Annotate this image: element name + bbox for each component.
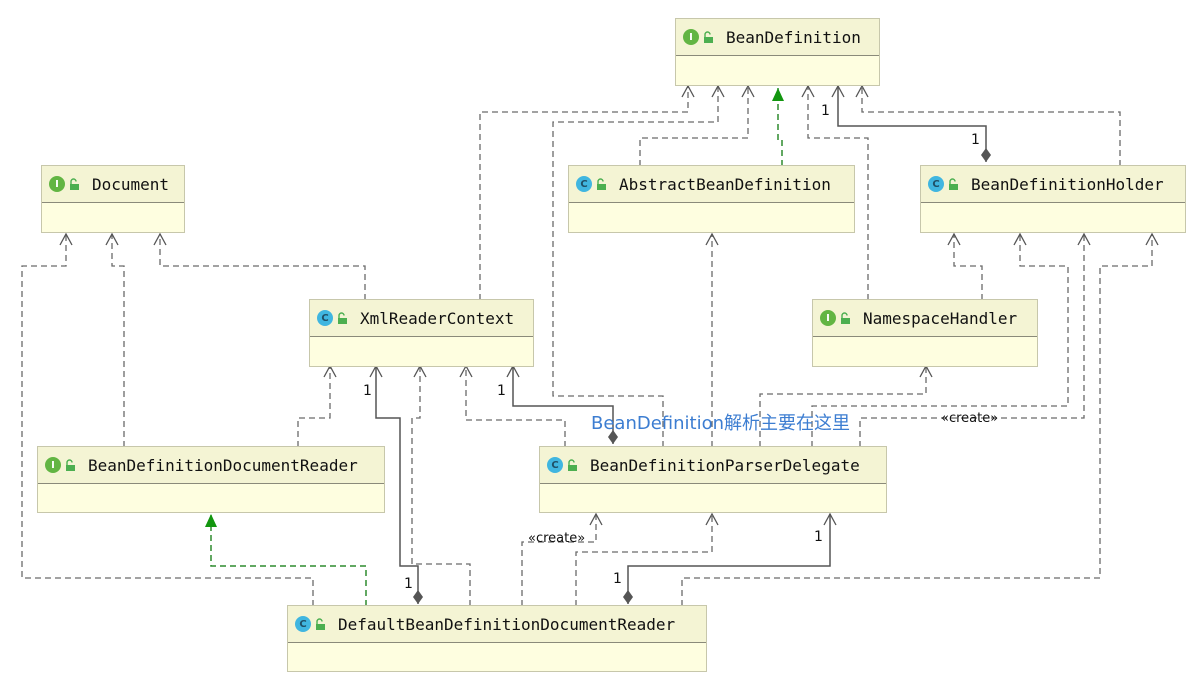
- class-badge-icon: C: [295, 616, 311, 632]
- edge-abstract-beandefinition: [639, 84, 755, 166]
- edge-delegate-beandefinition: [552, 84, 725, 447]
- interface-badge-icon: I: [45, 457, 61, 473]
- composition-default-delegate: [623, 512, 837, 604]
- realization-abstract-beandefinition: [772, 88, 784, 166]
- lock-open-icon: [66, 459, 75, 471]
- multiplicity-label: 1: [404, 576, 413, 592]
- node-document[interactable]: I Document: [41, 165, 185, 233]
- lock-open-icon: [70, 178, 79, 190]
- multiplicity-label: 1: [814, 529, 823, 545]
- node-name: DefaultBeanDefinitionDocumentReader: [338, 614, 676, 634]
- class-badge-icon: C: [317, 310, 333, 326]
- composition-default-xmlreadercontext: [369, 364, 423, 604]
- node-name: BeanDefinitionParserDelegate: [590, 455, 860, 475]
- composition-holder-beandefinition: [831, 84, 991, 162]
- class-badge-icon: C: [928, 176, 944, 192]
- edge-delegate-holder-a: [811, 232, 1069, 447]
- node-header: I BeanDefinitionDocumentReader: [38, 447, 384, 484]
- node-name: NamespaceHandler: [863, 308, 1018, 328]
- node-name: BeanDefinitionHolder: [971, 174, 1164, 194]
- multiplicity-label: 1: [497, 383, 506, 399]
- interface-badge-icon: I: [49, 176, 65, 192]
- edge-default-document: [21, 232, 314, 606]
- multiplicity-label: 1: [971, 132, 980, 148]
- lock-open-icon: [316, 618, 325, 630]
- annotation-note: BeanDefinition解析主要在这里: [591, 413, 851, 434]
- node-name: BeanDefinition: [726, 27, 861, 47]
- node-default-bean-definition-document-reader[interactable]: C DefaultBeanDefinitionDocumentReader: [287, 605, 707, 672]
- node-bean-definition[interactable]: I BeanDefinition: [675, 18, 880, 86]
- node-header: C DefaultBeanDefinitionDocumentReader: [288, 606, 706, 643]
- lock-open-icon: [704, 31, 713, 43]
- node-namespace-handler[interactable]: I NamespaceHandler: [812, 299, 1038, 367]
- node-name: BeanDefinitionDocumentReader: [88, 455, 358, 475]
- node-name: AbstractBeanDefinition: [619, 174, 831, 194]
- create-stereotype-label: «create»: [941, 411, 999, 426]
- node-bean-definition-document-reader[interactable]: I BeanDefinitionDocumentReader: [37, 446, 385, 513]
- edge-delegate-holder-b: [859, 232, 1091, 447]
- node-header: C AbstractBeanDefinition: [569, 166, 854, 203]
- node-xml-reader-context[interactable]: C XmlReaderContext: [309, 299, 534, 367]
- interface-badge-icon: I: [820, 310, 836, 326]
- edge-reader-document: [105, 232, 125, 447]
- edge-xmlreadercontext-beandefinition: [479, 84, 695, 300]
- lock-open-icon: [597, 178, 606, 190]
- interface-badge-icon: I: [683, 29, 699, 45]
- class-badge-icon: C: [547, 457, 563, 473]
- multiplicity-label: 1: [821, 103, 830, 119]
- lock-open-icon: [568, 459, 577, 471]
- edge-delegate-namespacehandler: [759, 364, 933, 447]
- node-abstract-bean-definition[interactable]: C AbstractBeanDefinition: [568, 165, 855, 233]
- multiplicity-label: 1: [613, 571, 622, 587]
- node-header: C BeanDefinitionHolder: [921, 166, 1185, 203]
- node-header: C BeanDefinitionParserDelegate: [540, 447, 886, 484]
- node-header: C XmlReaderContext: [310, 300, 533, 337]
- edge-namespacehandler-holder: [947, 232, 983, 300]
- lock-open-icon: [338, 312, 347, 324]
- node-header: I NamespaceHandler: [813, 300, 1037, 337]
- realization-default-reader: [205, 514, 367, 606]
- composition-delegate-xmlreadercontext: [506, 364, 618, 444]
- node-name: Document: [92, 174, 170, 194]
- lock-open-icon: [949, 178, 958, 190]
- edge-xmlreadercontext-document: [153, 232, 366, 300]
- multiplicity-label: 1: [363, 383, 372, 399]
- node-bean-definition-holder[interactable]: C BeanDefinitionHolder: [920, 165, 1186, 233]
- edge-default-xmlreadercontext: [411, 364, 471, 606]
- node-header: I Document: [42, 166, 184, 203]
- edge-default-delegate-create: [521, 512, 603, 606]
- node-bean-definition-parser-delegate[interactable]: C BeanDefinitionParserDelegate: [539, 446, 887, 513]
- node-name: XmlReaderContext: [360, 308, 515, 328]
- lock-open-icon: [841, 312, 850, 324]
- edge-reader-xmlreadercontext: [297, 364, 337, 447]
- class-badge-icon: C: [576, 176, 592, 192]
- create-stereotype-label: «create»: [528, 531, 586, 546]
- node-header: I BeanDefinition: [676, 19, 879, 56]
